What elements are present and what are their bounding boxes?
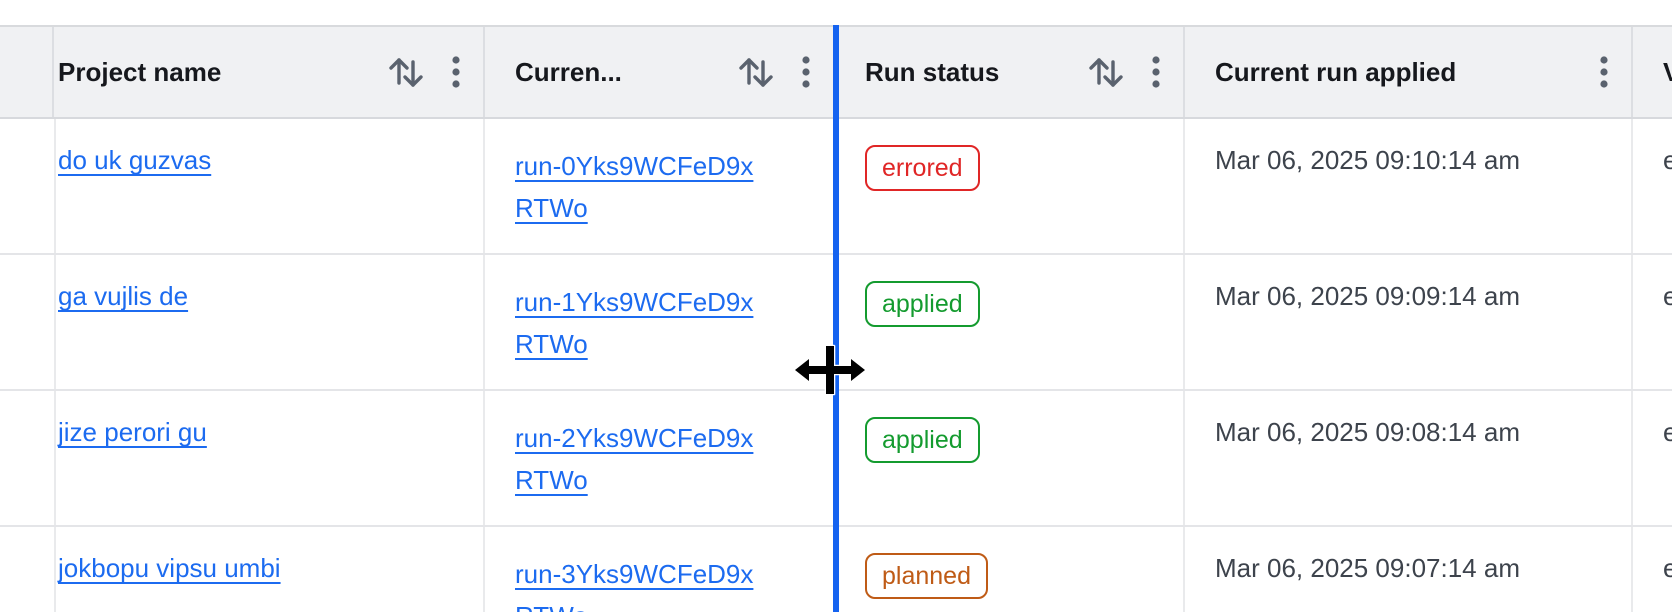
current-run-applied-cell: Mar 06, 2025 09:07:14 am [1185, 527, 1633, 612]
column-header-current-run[interactable]: Curren... [485, 27, 835, 117]
applied-timestamp: Mar 06, 2025 09:08:14 am [1215, 417, 1520, 447]
applied-timestamp: Mar 06, 2025 09:10:14 am [1215, 145, 1520, 175]
project-link[interactable]: ga vujlis de [58, 281, 189, 311]
column-label: Project name [58, 56, 222, 87]
kebab-menu-icon[interactable] [1151, 55, 1161, 89]
truncated-cell: e [1633, 527, 1672, 612]
truncated-value: e [1663, 553, 1672, 583]
applied-timestamp: Mar 06, 2025 09:09:14 am [1215, 281, 1520, 311]
column-label: Current run applied [1215, 56, 1457, 87]
run-link[interactable]: run-1Yks9WCFeD9xRTWo [515, 287, 754, 360]
run-link[interactable]: run-2Yks9WCFeD9xRTWo [515, 423, 754, 496]
gutter-cell [0, 391, 56, 525]
status-badge: errored [865, 145, 980, 191]
kebab-menu-icon[interactable] [451, 55, 461, 89]
column-header-current-run-applied[interactable]: Current run applied [1185, 27, 1633, 117]
column-label: V [1663, 56, 1672, 87]
run-status-cell: applied [835, 391, 1185, 525]
truncated-cell: e [1633, 391, 1672, 525]
gutter-cell [0, 255, 56, 389]
kebab-menu-icon[interactable] [1599, 55, 1609, 89]
column-header-run-status[interactable]: Run status [835, 27, 1185, 117]
sort-arrows-icon[interactable] [387, 52, 425, 92]
truncated-cell: e [1633, 119, 1672, 253]
project-name-cell: jokbopu vipsu umbi [28, 527, 485, 612]
project-link[interactable]: do uk guzvas [58, 145, 212, 175]
project-name-cell: do uk guzvas [28, 119, 485, 253]
column-label: Run status [865, 56, 1000, 87]
project-name-cell: jize perori gu [28, 391, 485, 525]
project-link[interactable]: jokbopu vipsu umbi [58, 553, 281, 583]
gutter-cell [0, 527, 56, 612]
column-resize-indicator[interactable] [833, 25, 839, 612]
project-name-cell: ga vujlis de [28, 255, 485, 389]
run-status-cell: planned [835, 527, 1185, 612]
sort-arrows-icon[interactable] [737, 52, 775, 92]
current-run-cell: run-2Yks9WCFeD9xRTWo [485, 391, 835, 525]
current-run-applied-cell: Mar 06, 2025 09:10:14 am [1185, 119, 1633, 253]
run-status-cell: errored [835, 119, 1185, 253]
current-run-applied-cell: Mar 06, 2025 09:08:14 am [1185, 391, 1633, 525]
status-badge: planned [865, 553, 988, 599]
current-run-cell: run-3Yks9WCFeD9xRTWo [485, 527, 835, 612]
truncated-value: e [1663, 417, 1672, 447]
status-badge: applied [865, 281, 980, 327]
truncated-value: e [1663, 145, 1672, 175]
truncated-cell: e [1633, 255, 1672, 389]
truncated-value: e [1663, 281, 1672, 311]
current-run-applied-cell: Mar 06, 2025 09:09:14 am [1185, 255, 1633, 389]
applied-timestamp: Mar 06, 2025 09:07:14 am [1215, 553, 1520, 583]
run-status-cell: applied [835, 255, 1185, 389]
sort-arrows-icon[interactable] [1087, 52, 1125, 92]
current-run-cell: run-0Yks9WCFeD9xRTWo [485, 119, 835, 253]
gutter-header-cell [0, 27, 54, 117]
status-badge: applied [865, 417, 980, 463]
run-link[interactable]: run-0Yks9WCFeD9xRTWo [515, 151, 754, 224]
kebab-menu-icon[interactable] [801, 55, 811, 89]
current-run-cell: run-1Yks9WCFeD9xRTWo [485, 255, 835, 389]
run-link[interactable]: run-3Yks9WCFeD9xRTWo [515, 559, 754, 612]
column-header-truncated[interactable]: V [1633, 27, 1672, 117]
gutter-cell [0, 119, 56, 253]
column-label: Curren... [515, 56, 622, 87]
project-link[interactable]: jize perori gu [58, 417, 207, 447]
column-header-project-name[interactable]: Project name [28, 27, 485, 117]
